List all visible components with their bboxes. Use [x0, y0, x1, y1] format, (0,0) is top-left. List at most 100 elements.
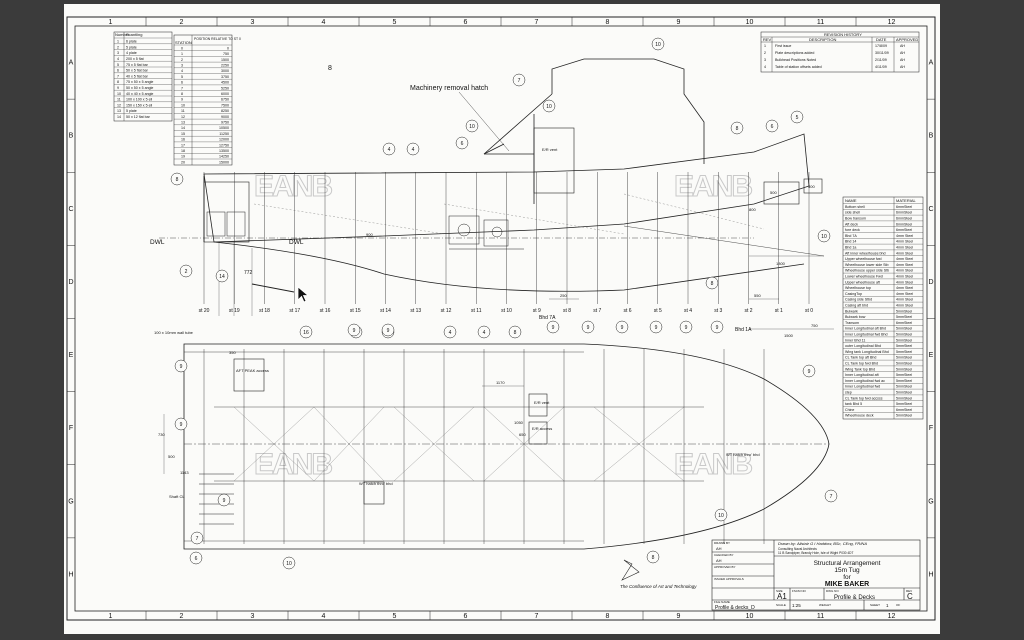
revision-row-description: Bulkhead Positions Noted [775, 58, 816, 62]
revision-row-description: First issue [775, 44, 791, 48]
revision-row-description: Plate descriptions added [775, 51, 814, 55]
material-row-name: Wheelhouse top [845, 286, 871, 290]
station-label: st 12 [441, 308, 452, 314]
material-row-name: Upper wheelhouse aft [845, 280, 880, 284]
drawn-label: DRAWN BY [714, 541, 730, 545]
callout-number: 10 [821, 234, 827, 240]
material-row-material: 6mmSteel [896, 408, 912, 412]
callout-circle [170, 172, 184, 186]
grid-column-label-top: 7 [535, 19, 539, 26]
callout-circle [282, 556, 296, 570]
station-row-number: 14 [181, 126, 185, 130]
station-row-number: 9 [181, 98, 183, 102]
material-row-material: 5mmSteel [896, 396, 912, 400]
title-line4: MIKE BAKER [825, 581, 869, 588]
material-row-name: Bhd 1a [845, 246, 856, 250]
logo-tagline: The Confluence of Art and Technology [620, 584, 697, 589]
material-row-material: 5mmSteel [896, 414, 912, 418]
designer-note: Drawn by: Alistair G I Haddow, BSc, CEng… [778, 541, 867, 546]
station-row-number: 18 [181, 149, 185, 153]
station-label: st 3 [714, 308, 722, 314]
dim-1800: 1800 [776, 261, 786, 266]
wall-tube-label: 100 x 10mm wall tube [154, 330, 194, 335]
title-line3: for [843, 574, 851, 581]
station-row-position: 4500 [221, 81, 229, 85]
grid-column-label-bottom: 4 [322, 613, 326, 620]
station-row-position: 7500 [221, 103, 229, 107]
dim-650: 650 [519, 432, 526, 437]
callout-number: 9 [353, 328, 356, 334]
callout-circle [679, 320, 693, 334]
material-row-name: tank Bhd 5 [845, 402, 862, 406]
company-line2: 11 B Sandpiper, Brandy Hole, Isle of Wig… [778, 551, 853, 555]
dim-772: 772 [244, 270, 253, 276]
callout-circle [347, 323, 361, 337]
callout-circle [546, 320, 560, 334]
watermark-text: EANB [674, 170, 752, 203]
callout-circle [477, 325, 491, 339]
station-row-number: 12 [181, 115, 185, 119]
callout-number: 9 [716, 325, 719, 331]
watermark-text: EANB [254, 170, 332, 203]
station-label: st 6 [623, 308, 631, 314]
callout-circle [189, 551, 203, 565]
wheelhouse-front-line [483, 93, 553, 155]
grid-row-label-left: A [69, 60, 74, 67]
station-row-position: 15000 [219, 160, 229, 164]
material-row-name: Wheelhouse deck [845, 414, 874, 418]
deck-bracing [233, 406, 685, 482]
callout-number: 9 [180, 422, 183, 428]
er-vent-deck-label: E/R vent [534, 400, 550, 405]
fscm-label: FSCM NO [792, 589, 806, 593]
material-row-name: Upper wheelhouse fwd [845, 257, 882, 261]
grid-column-label-bottom: 12 [888, 613, 896, 620]
scantling-row-value: 40 x 40 x 5 angle [126, 92, 153, 96]
station-row-position: 9750 [221, 121, 229, 125]
size-label: SIZE [776, 589, 783, 593]
callout-circle [824, 489, 838, 503]
station-label: st 16 [320, 308, 331, 314]
material-row-name: Inner Longitudinal fwd [845, 385, 880, 389]
dwg-label: DWG NO [826, 589, 839, 593]
callout-number: 16 [303, 330, 309, 336]
station-row-number: 0 [181, 46, 183, 50]
profile-bracing [253, 193, 765, 235]
station-row-number: 19 [181, 155, 185, 159]
callout-number: 9 [387, 328, 390, 334]
revision-row-rev: 1 [764, 44, 766, 48]
grid-row-label-right: F [929, 425, 933, 432]
material-row-name: Transom [845, 321, 859, 325]
station-header-station: STATION [175, 40, 192, 45]
station-row-number: 11 [181, 109, 185, 113]
callout-number: 9 [808, 369, 811, 375]
callout-number: 9 [180, 364, 183, 370]
station-label: st 5 [654, 308, 662, 314]
aft-peak-hatch [233, 358, 265, 392]
scantling-row-number: 14 [117, 115, 121, 119]
checked-value: AH [716, 558, 722, 563]
grid-column-label-bottom: 5 [393, 613, 397, 620]
station-row-number: 3 [181, 64, 183, 68]
station-label: st 11 [471, 308, 482, 314]
callout-number: 8 [711, 281, 714, 287]
deck-plan-view [163, 343, 830, 550]
wheelhouse-outline [551, 58, 705, 164]
callout-number: 8 [176, 177, 179, 183]
revision-row-approved: AH [900, 51, 905, 55]
scantling-row-number: 4 [117, 57, 119, 61]
dwg-value: Profile & Decks [834, 595, 875, 601]
callout-circle [802, 364, 816, 378]
callout-number: 10 [286, 561, 292, 567]
grid-column-label-top: 1 [109, 19, 113, 26]
callout-circle [714, 508, 728, 522]
dim-750: 750 [811, 323, 818, 328]
callout-number: 9 [552, 325, 555, 331]
grid-row-label-right: D [928, 279, 933, 286]
grid-column-label-top: 6 [464, 19, 468, 26]
station-header-position: POSITION RELATIVE TO ST 0 [194, 37, 241, 41]
